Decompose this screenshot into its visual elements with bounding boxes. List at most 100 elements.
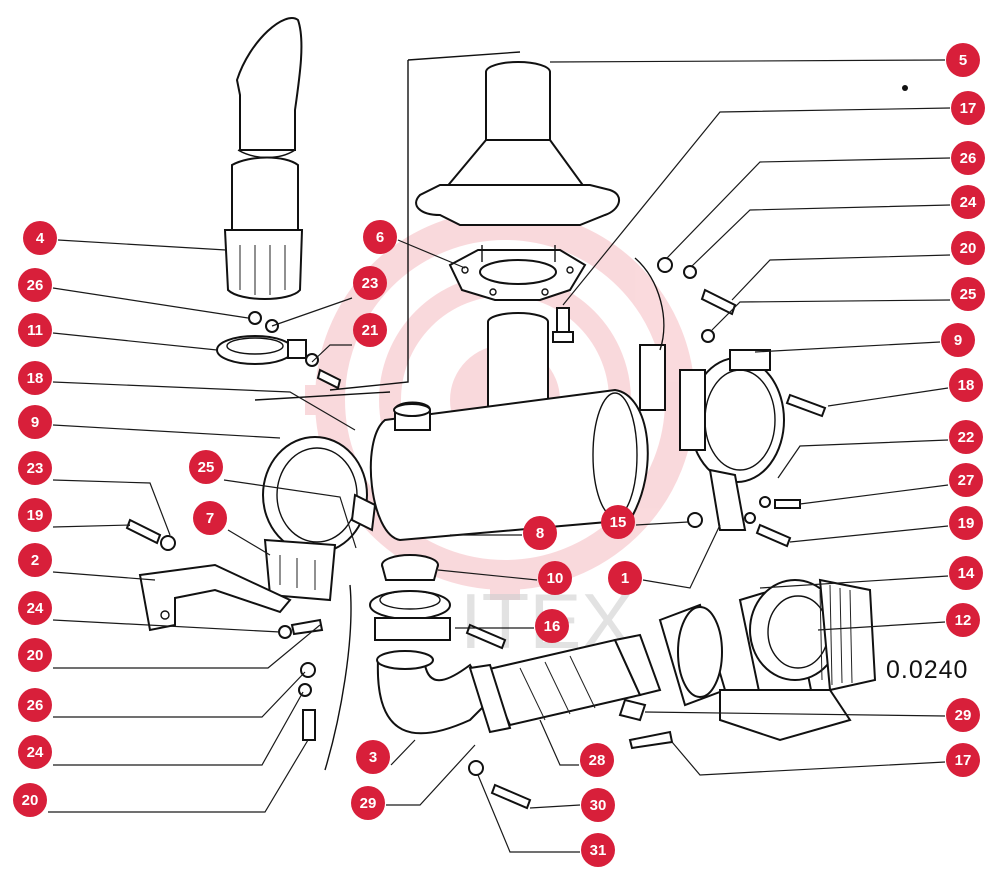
callout-number: 17 bbox=[960, 100, 977, 117]
leader-line bbox=[386, 744, 476, 806]
callout-number: 8 bbox=[536, 525, 544, 542]
leader-line bbox=[635, 521, 689, 526]
leader-line bbox=[53, 671, 306, 718]
callout-20: 20 bbox=[731, 231, 985, 301]
callout-number: 4 bbox=[36, 230, 45, 247]
callout-number: 19 bbox=[27, 507, 44, 524]
leader-line bbox=[52, 424, 281, 439]
callout-number: 21 bbox=[362, 322, 379, 339]
callout-number: 25 bbox=[198, 459, 215, 476]
leader-line bbox=[759, 575, 949, 589]
leader-line bbox=[529, 804, 581, 809]
callout-badge bbox=[18, 638, 52, 672]
turbo-assembly bbox=[658, 578, 877, 742]
callout-badge bbox=[951, 231, 985, 265]
callout-number: 12 bbox=[955, 612, 972, 629]
callout-badge bbox=[18, 361, 52, 395]
callout-18: 18 bbox=[827, 368, 983, 407]
leader-line bbox=[777, 439, 949, 479]
callout-number: 14 bbox=[958, 565, 975, 582]
leader-line bbox=[477, 774, 580, 853]
leader-line bbox=[271, 297, 353, 327]
callout-20: 20 bbox=[13, 739, 309, 817]
leader-line bbox=[671, 741, 946, 776]
drawing-code: 0.0240 bbox=[886, 656, 968, 684]
leader-line bbox=[799, 484, 949, 505]
callout-badge bbox=[351, 786, 385, 820]
callout-badge bbox=[946, 698, 980, 732]
callout-badge bbox=[18, 498, 52, 532]
callout-25: 25 bbox=[189, 450, 357, 549]
speck bbox=[902, 85, 908, 91]
callout-21: 21 bbox=[311, 313, 387, 363]
callout-19: 19 bbox=[18, 498, 131, 532]
leader-line bbox=[227, 529, 271, 556]
exhaust-tip bbox=[223, 17, 304, 300]
callout-27: 27 bbox=[799, 463, 983, 505]
leader-line bbox=[711, 299, 951, 331]
leader-line bbox=[789, 525, 949, 543]
callout-5: 5 bbox=[549, 43, 980, 77]
callout-number: 9 bbox=[954, 332, 962, 349]
leader-line bbox=[827, 387, 949, 407]
leader-line bbox=[390, 739, 416, 766]
elbow-and-pipe bbox=[376, 633, 662, 735]
callout-6: 6 bbox=[363, 220, 466, 269]
callout-4: 4 bbox=[23, 221, 227, 255]
callout-number: 29 bbox=[360, 795, 377, 812]
callout-number: 5 bbox=[959, 52, 967, 69]
callout-badge bbox=[18, 688, 52, 722]
callout-badge bbox=[949, 420, 983, 454]
callout-number: 3 bbox=[369, 749, 377, 766]
callout-17: 17 bbox=[562, 91, 985, 306]
leader-line bbox=[52, 287, 249, 319]
callout-29: 29 bbox=[351, 744, 476, 820]
callout-badge bbox=[951, 277, 985, 311]
callout-number: 22 bbox=[958, 429, 975, 446]
callout-number: 28 bbox=[589, 752, 606, 769]
leader-line bbox=[666, 157, 951, 259]
callout-26: 26 bbox=[18, 671, 306, 722]
leader-line bbox=[52, 524, 131, 528]
callout-28: 28 bbox=[539, 719, 614, 777]
callout-badge bbox=[601, 505, 635, 539]
leader-line bbox=[311, 344, 352, 363]
gasket-flange-6 bbox=[448, 245, 587, 301]
callout-24: 24 bbox=[18, 691, 304, 769]
callout-26: 26 bbox=[18, 268, 249, 319]
callout-number: 25 bbox=[960, 286, 977, 303]
callout-badge bbox=[608, 561, 642, 595]
leader-line bbox=[562, 107, 951, 306]
callout-30: 30 bbox=[529, 788, 615, 822]
callout-1: 1 bbox=[608, 524, 721, 595]
callout-badge bbox=[949, 506, 983, 540]
callout-2: 2 bbox=[18, 543, 156, 581]
leader-line bbox=[691, 204, 951, 267]
callout-badge bbox=[951, 91, 985, 125]
clamp-11 bbox=[216, 335, 307, 365]
callout-number: 11 bbox=[27, 322, 43, 339]
callout-number: 23 bbox=[362, 275, 379, 292]
callout-badge bbox=[535, 609, 569, 643]
callout-number: 23 bbox=[27, 460, 44, 477]
callout-number: 1 bbox=[621, 570, 629, 587]
leader-line bbox=[397, 239, 466, 269]
callout-number: 19 bbox=[958, 515, 975, 532]
callout-number: 6 bbox=[376, 229, 384, 246]
callout-number: 18 bbox=[958, 377, 975, 394]
callout-number: 24 bbox=[27, 600, 44, 617]
callout-number: 10 bbox=[547, 570, 564, 587]
callout-25: 25 bbox=[711, 277, 985, 331]
muffler-body bbox=[369, 312, 649, 542]
callout-badge bbox=[951, 141, 985, 175]
callout-31: 31 bbox=[477, 774, 615, 867]
leader-line bbox=[52, 571, 156, 581]
callout-badge bbox=[538, 561, 572, 595]
callout-20: 20 bbox=[18, 624, 321, 672]
callout-3: 3 bbox=[356, 739, 416, 774]
callout-badge bbox=[189, 450, 223, 484]
leader-line bbox=[754, 341, 941, 353]
callout-badge bbox=[581, 788, 615, 822]
hardware-clamp-11 bbox=[248, 311, 342, 390]
